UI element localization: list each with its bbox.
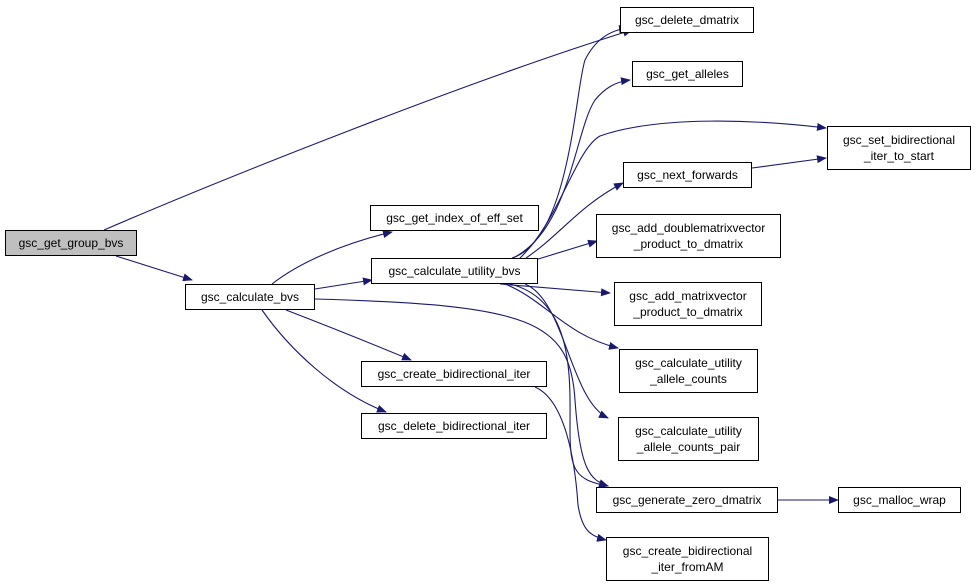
edge-n4-n8 <box>519 120 827 259</box>
edge-n4-n12 <box>504 283 619 350</box>
edge-n4-n13 <box>524 283 609 419</box>
edge-n1-n4 <box>314 277 373 290</box>
node-gsc-get-index-of-eff-set[interactable]: gsc_get_index_of_eff_set <box>370 205 539 231</box>
node-gsc-create-bidirectional-iter[interactable]: gsc_create_bidirectional_iter <box>361 361 547 387</box>
edge-n0-n1 <box>115 255 193 282</box>
node-gsc-calculate-utility-bvs[interactable]: gsc_calculate_utility_bvs <box>371 258 538 284</box>
edge-n4-n14 <box>509 283 609 489</box>
edge-n4-n10 <box>534 239 598 261</box>
node-gsc-delete-bidirectional-iter[interactable]: gsc_delete_bidirectional_iter <box>361 413 547 439</box>
node-gsc-next-forwards[interactable]: gsc_next_forwards <box>623 162 752 188</box>
node-gsc-add-doublematrixvector-product-to-dmatrix[interactable]: gsc_add_doublematrixvector _product_to_d… <box>596 214 781 258</box>
node-gsc-set-bidirectional-iter-to-start[interactable]: gsc_set_bidirectional _iter_to_start <box>827 126 971 170</box>
edge-n9-n8 <box>751 155 827 169</box>
node-gsc-calculate-utility-allele-counts[interactable]: gsc_calculate_utility _allele_counts <box>619 349 758 393</box>
edge-n0-n2 <box>103 28 633 231</box>
node-gsc-delete-dmatrix[interactable]: gsc_delete_dmatrix <box>620 7 754 33</box>
node-gsc-generate-zero-dmatrix[interactable]: gsc_generate_zero_dmatrix <box>596 487 778 513</box>
edge-n4-n7 <box>512 77 631 259</box>
edge-n5-n16 <box>534 386 607 542</box>
node-gsc-get-alleles[interactable]: gsc_get_alleles <box>632 61 743 87</box>
edge-n1-n6 <box>261 309 387 413</box>
node-gsc-malloc-wrap[interactable]: gsc_malloc_wrap <box>838 487 961 513</box>
node-gsc-calculate-bvs[interactable]: gsc_calculate_bvs <box>185 284 315 310</box>
edge-n4-n9 <box>525 182 624 259</box>
node-gsc-calculate-utility-allele-counts-pair[interactable]: gsc_calculate_utility _allele_counts_pai… <box>618 417 759 461</box>
edge-n1-n5 <box>285 309 412 361</box>
node-gsc-add-matrixvector-product-to-dmatrix[interactable]: gsc_add_matrixvector _product_to_dmatrix <box>614 282 762 326</box>
edge-n4-n11 <box>499 283 611 297</box>
edge-n1-n3 <box>271 230 393 285</box>
node-gsc-create-bidirectional-iter-fromam[interactable]: gsc_create_bidirectional _iter_fromAM <box>606 537 769 581</box>
node-gsc-get-group-bvs: gsc_get_group_bvs <box>5 230 137 256</box>
edge-n1-n14 <box>314 298 609 487</box>
